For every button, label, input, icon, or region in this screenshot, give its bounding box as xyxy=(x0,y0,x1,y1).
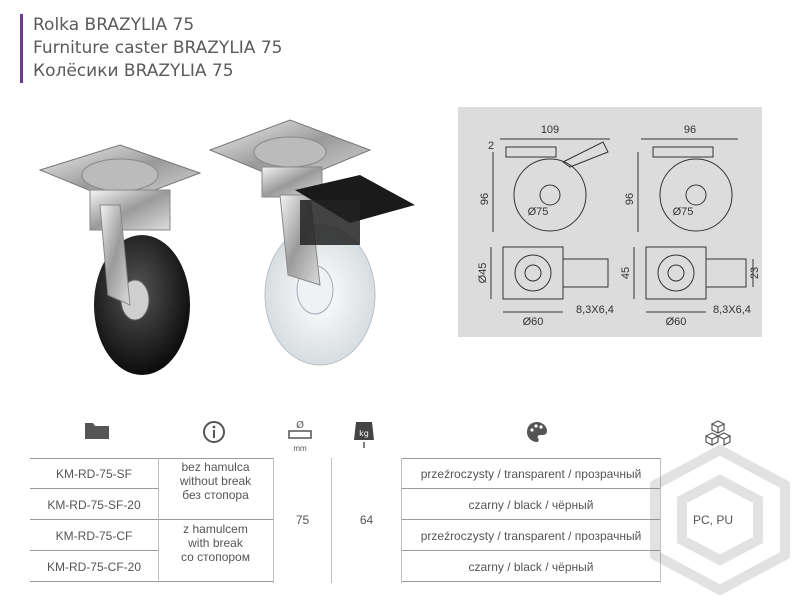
color-palette-icon xyxy=(527,422,547,442)
product-code: KM-RD-75-SF-20 xyxy=(47,498,141,512)
dim-plate-side: Ø45 xyxy=(477,263,489,284)
color-value: czarny / black / чёрный xyxy=(468,560,594,574)
dim-brake-width: 23 xyxy=(749,267,761,279)
info-icon xyxy=(203,421,225,443)
product-code: KM-RD-75-CF xyxy=(55,529,133,543)
dim-side-width-2: 96 xyxy=(684,124,696,136)
caster-black xyxy=(38,144,202,375)
brake-yes-ru: со стопором xyxy=(181,550,250,564)
product-photo xyxy=(38,119,415,375)
diameter-unit: mm xyxy=(293,444,307,453)
brake-none-ru: без стопора xyxy=(182,488,249,502)
dim-plate-width: Ø60 xyxy=(523,316,544,328)
load-value: 64 xyxy=(332,458,401,582)
table-row: KM-RD-75-SF-20 czarny / black / чёрный xyxy=(30,489,765,520)
material-cubes-icon xyxy=(705,420,731,446)
color-value: czarny / black / чёрный xyxy=(468,498,594,512)
dim-wheel-diameter: Ø75 xyxy=(528,206,549,218)
product-table: KM-RD-75-SF przeźroczysty / transparent … xyxy=(30,458,765,583)
svg-text:Ø: Ø xyxy=(296,420,304,431)
diameter-icon: Ø mm xyxy=(285,419,315,453)
brake-none-en: without break xyxy=(179,474,252,488)
caster-transparent xyxy=(208,119,415,366)
dim-wheel-diameter-2: Ø75 xyxy=(673,206,694,218)
folder-icon xyxy=(85,423,109,439)
dim-holes: 8,3X6,4 xyxy=(576,304,614,316)
brake-yes-en: with break xyxy=(188,536,243,550)
title-polish: Rolka BRAZYLIA 75 xyxy=(33,15,195,35)
product-code: KM-RD-75-SF xyxy=(55,467,132,481)
watermark-cube-logo xyxy=(650,444,790,596)
dim-holes-2: 8,3X6,4 xyxy=(713,304,751,316)
material-value: PC, PU xyxy=(661,458,765,582)
diameter-value: 75 xyxy=(274,458,331,582)
title-english: Furniture caster BRAZYLIA 75 xyxy=(33,38,283,58)
dim-plate-thickness: 2 xyxy=(488,140,494,152)
brake-yes-pl: z hamulcem xyxy=(183,522,248,536)
brake-none-pl: bez hamulca xyxy=(181,460,250,474)
dim-height-2: 96 xyxy=(624,193,636,205)
technical-drawings: 109 2 96 Ø75 96 96 Ø75 Ø45 Ø60 8,3X6,4 4… xyxy=(458,107,762,337)
product-code: KM-RD-75-CF-20 xyxy=(46,560,141,574)
weight-unit: kg xyxy=(359,429,369,438)
dim-side-width: 109 xyxy=(541,124,559,136)
dim-plate-side-2: 45 xyxy=(620,267,632,279)
dimension-drawing: 109 2 96 Ø75 96 96 Ø75 Ø45 Ø60 8,3X6,4 4… xyxy=(477,124,761,328)
dim-height: 96 xyxy=(479,193,491,205)
brake-none-description: bez hamulca without break без стопора xyxy=(158,460,273,502)
wheel-diameter-icon: Ø xyxy=(288,419,312,439)
title-russian: Колёсики BRAZYLIA 75 xyxy=(33,61,234,81)
load-weight-icon: kg xyxy=(354,422,374,448)
brake-yes-description: z hamulcem with break со стопором xyxy=(158,522,273,564)
title-block: Rolka BRAZYLIA 75 Furniture caster BRAZY… xyxy=(20,14,282,83)
color-value: przeźroczysty / transparent / прозрачный xyxy=(420,529,642,543)
color-value: przeźroczysty / transparent / прозрачный xyxy=(420,467,642,481)
dim-plate-width-2: Ø60 xyxy=(666,316,687,328)
